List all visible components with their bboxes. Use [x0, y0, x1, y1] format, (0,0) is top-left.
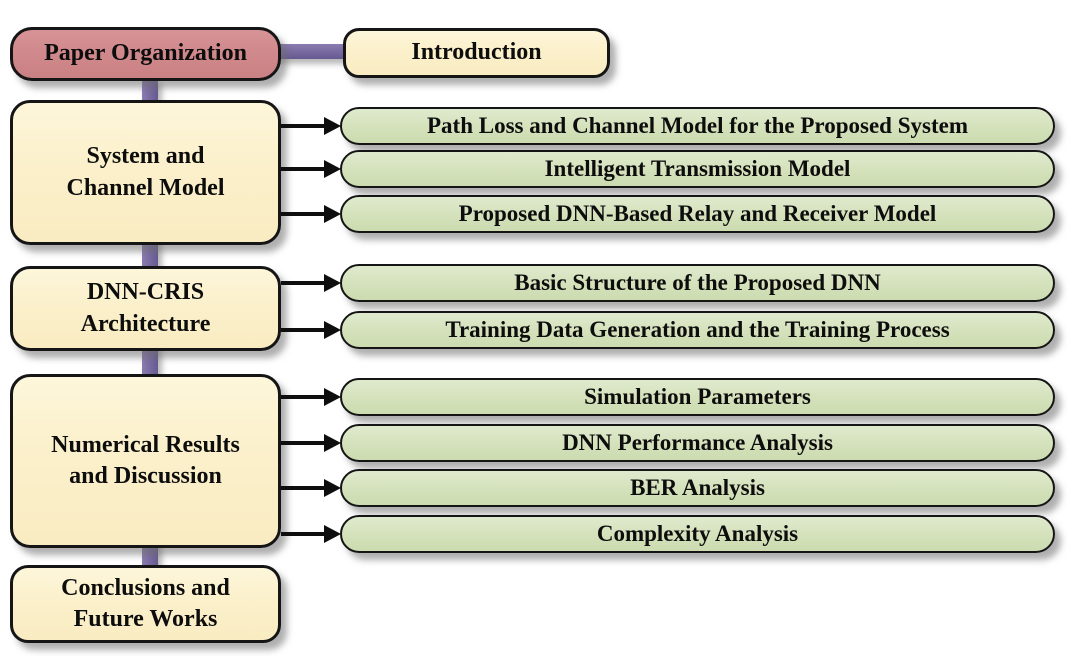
arrow-shaft [281, 281, 327, 285]
topic-pill-label: Simulation Parameters [584, 384, 811, 409]
topic-pill-simulation-parameters: Simulation Parameters [340, 378, 1055, 416]
topic-pill-basic-structure-of-the-proposed-dnn: Basic Structure of the Proposed DNN [340, 264, 1055, 302]
arrow-shaft [281, 328, 327, 332]
topic-pill-label: Training Data Generation and the Trainin… [445, 317, 950, 342]
topic-pill-label: BER Analysis [630, 475, 765, 500]
section-node-numerical-results-and-discussion: Numerical Results and Discussion [10, 374, 281, 548]
topic-pill-proposed-dnn-based-relay-and-receiver-model: Proposed DNN-Based Relay and Receiver Mo… [340, 195, 1055, 233]
arrowhead-icon [324, 387, 341, 406]
section-node-dnn-cris-architecture: DNN-CRIS Architecture [10, 266, 281, 351]
topic-pill-label: DNN Performance Analysis [562, 430, 833, 455]
arrow-shaft [281, 441, 327, 445]
arrow-shaft [281, 486, 327, 490]
topic-pill-label: Path Loss and Channel Model for the Prop… [427, 113, 968, 138]
arrowhead-icon [324, 433, 341, 452]
topic-pill-label: Proposed DNN-Based Relay and Receiver Mo… [458, 201, 937, 226]
arrow-shaft [281, 167, 327, 171]
connector-root-to-introduction [272, 44, 348, 59]
arrowhead-icon [324, 320, 341, 339]
topic-pill-dnn-performance-analysis: DNN Performance Analysis [340, 424, 1055, 462]
topic-pill-label: Basic Structure of the Proposed DNN [514, 270, 881, 295]
topic-pill-training-data-generation: Training Data Generation and the Trainin… [340, 311, 1055, 349]
arrowhead-icon [324, 478, 341, 497]
topic-pill-complexity-analysis: Complexity Analysis [340, 515, 1055, 553]
section-node-label: Conclusions and Future Works [61, 574, 230, 632]
topic-pill-path-loss-and-channel-model: Path Loss and Channel Model for the Prop… [340, 107, 1055, 145]
arrowhead-icon [324, 273, 341, 292]
topic-pill-label: Intelligent Transmission Model [544, 156, 851, 181]
topic-pill-intelligent-transmission-model: Intelligent Transmission Model [340, 150, 1055, 188]
arrowhead-icon [324, 159, 341, 178]
introduction-node-label: Introduction [411, 39, 542, 66]
arrow-shaft [281, 532, 327, 536]
root-node-label: Paper Organization [44, 40, 247, 67]
arrowhead-icon [324, 524, 341, 543]
arrow-shaft [281, 124, 327, 128]
arrow-shaft [281, 395, 327, 399]
section-node-label: Numerical Results and Discussion [51, 431, 240, 489]
arrowhead-icon [324, 204, 341, 223]
topic-pill-label: Complexity Analysis [596, 521, 799, 546]
topic-pill-ber-analysis: BER Analysis [340, 469, 1055, 507]
root-node: Paper Organization [10, 27, 281, 81]
section-node-system-and-channel-model: System and Channel Model [10, 100, 281, 245]
arrow-shaft [281, 212, 327, 216]
introduction-node: Introduction [343, 28, 610, 78]
arrowhead-icon [324, 116, 341, 135]
section-node-label: System and Channel Model [66, 143, 225, 201]
section-node-conclusions-and-future-works: Conclusions and Future Works [10, 565, 281, 643]
section-node-label: DNN-CRIS Architecture [80, 279, 211, 337]
